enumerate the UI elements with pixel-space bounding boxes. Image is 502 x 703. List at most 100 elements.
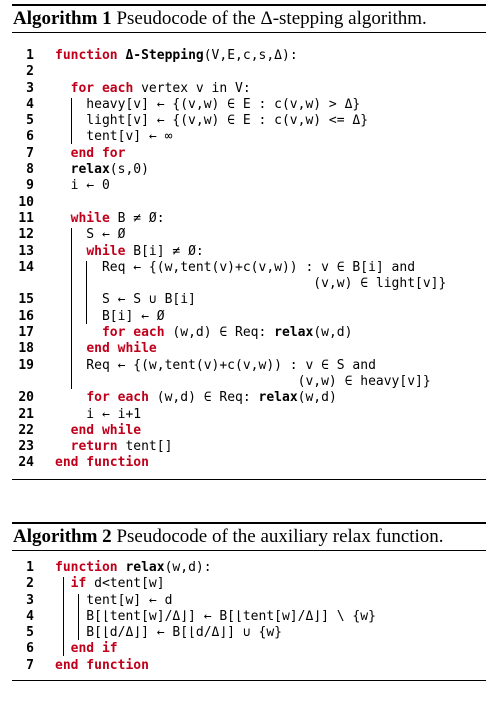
code-text: S ← Ø [55, 227, 125, 243]
code-text: end function [55, 658, 149, 674]
function-name: relax [125, 560, 165, 575]
code-line: 17 for each (w,d) ∈ Req: relax(w,d) [12, 325, 486, 341]
keyword: end if [70, 641, 118, 657]
line-number: 6 [26, 129, 34, 145]
algorithm-1-caption: Algorithm 1 Pseudocode of the Δ-stepping… [12, 6, 486, 32]
line-number: 5 [26, 625, 34, 641]
code-text: if d<tent[w] [55, 576, 165, 592]
code-line: 21 i ← i+1 [12, 407, 486, 423]
line-number: 17 [18, 325, 34, 341]
code-token: (s,0) [109, 162, 149, 178]
line-number: 18 [18, 341, 34, 357]
line-number: 9 [26, 178, 34, 194]
line-number: 19 [18, 357, 34, 373]
code-token [55, 146, 71, 161]
code-line: 19 Req ← {(w,tent(v)+c(v,w)) : v ∈ S and [12, 358, 486, 374]
code-text: (v,w) ∈ heavy[v]} [55, 374, 431, 390]
code-token: Req ← {(w,tent(v)+c(v,w)) : v ∈ B[i] and [55, 259, 416, 275]
keyword: return [70, 439, 118, 455]
line-number: 2 [26, 64, 34, 80]
line-number: 21 [18, 406, 34, 422]
line-number: 8 [26, 162, 34, 178]
code-line: 9 i ← 0 [12, 178, 486, 194]
code-token: B[i] ≠ Ø: [125, 243, 204, 259]
keyword: function [55, 48, 126, 63]
code-token: light[v] ← {(v,w) ∈ E : c(v,w) <= Δ} [55, 113, 369, 129]
code-token: B ≠ Ø: [109, 210, 165, 226]
code-line: 10 [12, 195, 486, 211]
code-line: 8 relax(s,0) [12, 162, 486, 178]
line-number: 1 [26, 560, 34, 575]
line-number: 7 [26, 657, 34, 673]
code-token: i ← i+1 [55, 406, 142, 422]
line-number: 24 [18, 455, 34, 471]
caption-rule [12, 550, 486, 551]
code-line: 3 for each vertex v in V: [12, 81, 486, 97]
line-number: 13 [18, 243, 34, 259]
top-rule [12, 4, 486, 6]
keyword: while [70, 210, 110, 226]
code-token: (v,w) ∈ heavy[v]} [55, 373, 431, 389]
keyword: end function [55, 657, 149, 673]
code-token: i ← 0 [55, 178, 110, 194]
code-text: light[v] ← {(v,w) ∈ E : c(v,w) <= Δ} [55, 113, 368, 129]
code-line: 2 [12, 64, 486, 80]
code-text: i ← 0 [55, 178, 110, 194]
code-line: 5 light[v] ← {(v,w) ∈ E : c(v,w) <= Δ} [12, 113, 486, 129]
line-number: 3 [26, 592, 34, 608]
code-line: 18 end while [12, 341, 486, 357]
keyword: end while [70, 422, 142, 438]
code-text: (v,w) ∈ light[v]} [55, 276, 446, 292]
code-line: 6 tent[v] ← ∞ [12, 129, 486, 145]
line-number: 3 [26, 80, 34, 96]
code-line: 7 end for [12, 146, 486, 162]
bottom-rule [12, 680, 486, 682]
function-name: relax [258, 390, 298, 406]
line-number: 4 [26, 96, 34, 112]
code-text: return tent[] [55, 439, 173, 455]
code-text: B[⌊d/Δ⌋] ← B[⌊d/Δ⌋] ∪ {w} [55, 625, 282, 641]
code-token: (v,w) ∈ light[v]} [55, 276, 447, 292]
line-number: 2 [26, 576, 34, 592]
code-token: (w,d) ∈ Req: [164, 325, 275, 341]
keyword: while [86, 243, 126, 259]
function-name: Δ-Stepping [125, 48, 204, 63]
code-token: tent[] [117, 439, 173, 455]
keyword: for each [101, 325, 165, 341]
algorithm-2-block: Algorithm 2 Pseudocode of the auxiliary … [12, 522, 486, 682]
code-token: B[⌊tent[w]/Δ⌋] ← B[⌊tent[w]/Δ⌋] \ {w} [55, 608, 376, 624]
indent-guide [62, 577, 64, 656]
code-token: d<tent[w] [86, 576, 165, 592]
bottom-rule [12, 478, 486, 480]
function-name: relax [274, 325, 314, 341]
code-token: S ← S ∪ B[i] [55, 292, 196, 308]
code-line: 16 B[i] ← Ø [12, 309, 486, 325]
caption-rule [12, 32, 486, 33]
algorithm-1-block: Algorithm 1 Pseudocode of the Δ-stepping… [12, 4, 486, 480]
code-line: (v,w) ∈ light[v]} [12, 276, 486, 292]
code-token: (w,d) [313, 325, 353, 341]
line-number: 1 [26, 48, 34, 63]
code-line: 3 tent[w] ← d [12, 593, 486, 609]
code-token: (w,d) ∈ Req: [148, 390, 259, 406]
code-token: S ← Ø [55, 227, 126, 243]
code-line: (v,w) ∈ heavy[v]} [12, 374, 486, 390]
code-line: 14 Req ← {(w,tent(v)+c(v,w)) : v ∈ B[i] … [12, 260, 486, 276]
code-token: tent[v] ← ∞ [55, 129, 173, 145]
caption-label: Algorithm 1 [13, 8, 112, 29]
code-text: B[⌊tent[w]/Δ⌋] ← B[⌊tent[w]/Δ⌋] \ {w} [55, 609, 376, 625]
indent-guide [86, 261, 88, 324]
line-number: 7 [26, 145, 34, 161]
indent-guide [70, 228, 72, 389]
code-token: vertex v in V: [133, 80, 251, 96]
code-token: tent[w] ← d [55, 592, 173, 608]
code-line: 12 S ← Ø [12, 227, 486, 243]
keyword: end for [70, 145, 126, 161]
line-number: 12 [18, 227, 34, 243]
keyword: for each [70, 80, 134, 96]
line-number: 4 [26, 608, 34, 624]
